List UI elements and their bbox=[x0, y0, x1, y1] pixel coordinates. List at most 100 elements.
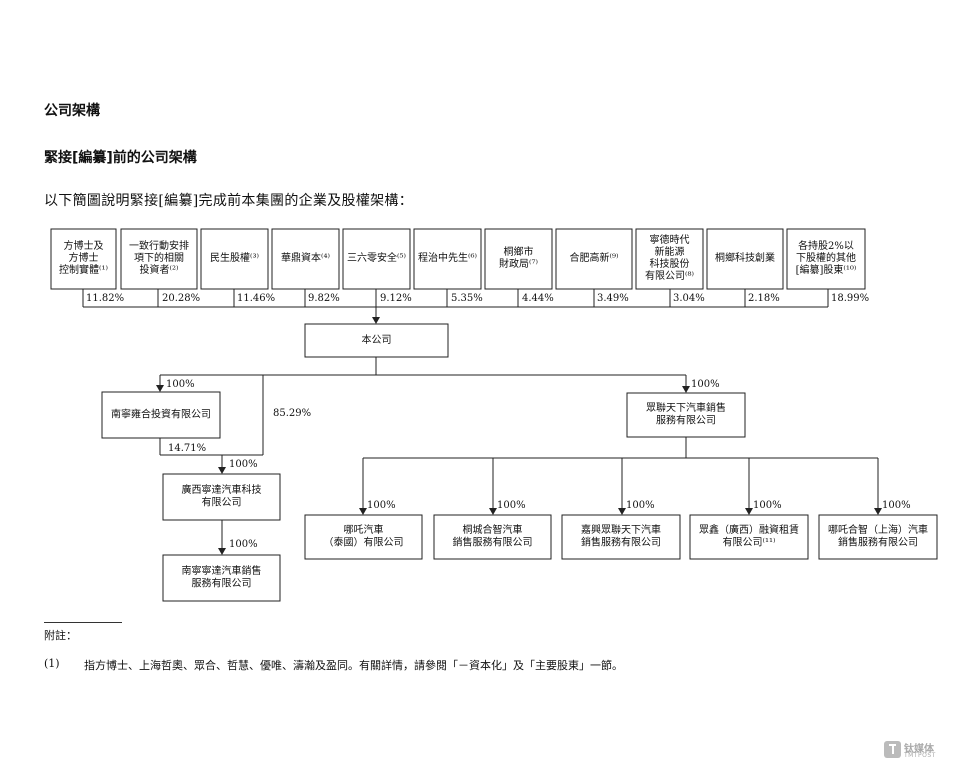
shareholder-pct-7: 4.44% bbox=[522, 293, 554, 304]
shareholder-pct-4: 9.82% bbox=[308, 293, 340, 304]
watermark: 钛媒体 TMTPOST bbox=[884, 740, 952, 762]
company-guangxi-pct: 85.29% bbox=[273, 408, 311, 419]
child-arrow-icon-1 bbox=[359, 508, 367, 515]
zhonglian-box-line-2: 服務有限公司 bbox=[656, 414, 716, 427]
shareholder-box-9-line-1: 寧德時代 bbox=[650, 233, 690, 246]
page-heading: 公司架構 bbox=[44, 103, 100, 119]
child-arrow-icon-4 bbox=[745, 508, 753, 515]
notes-title: 附註： bbox=[44, 629, 77, 642]
nanning-invest-arrow-icon bbox=[156, 385, 164, 392]
child-box-2-line-2: 銷售服務有限公司 bbox=[453, 536, 533, 549]
child-box-2 bbox=[433, 514, 552, 560]
nanning-sales-pct: 100% bbox=[229, 539, 258, 550]
child-box-3-line-2: 銷售服務有限公司 bbox=[581, 536, 661, 549]
company-box-line-1: 本公司 bbox=[362, 333, 392, 346]
shareholder-box-1-line-2: 方博士 bbox=[69, 251, 99, 264]
shareholder-box-5 bbox=[342, 228, 411, 290]
child-pct-5: 100% bbox=[882, 500, 911, 511]
child-box-1 bbox=[304, 514, 423, 560]
shareholder-pct-5: 9.12% bbox=[380, 293, 412, 304]
shareholder-box-2-line-1: 一致行動安排 bbox=[129, 239, 189, 252]
page-subheading: 緊接[編纂]前的公司架構 bbox=[44, 150, 197, 166]
shareholder-box-3 bbox=[200, 228, 269, 290]
shareholder-pct-6: 5.35% bbox=[451, 293, 483, 304]
shareholder-pct-9: 3.04% bbox=[673, 293, 705, 304]
child-box-3-line-1: 嘉興眾聯天下汽車 bbox=[581, 523, 661, 536]
shareholder-box-2-line-3: 投資者⁽²⁾ bbox=[140, 263, 179, 276]
shareholder-pct-3: 11.46% bbox=[237, 293, 275, 304]
shareholder-box-9-line-2: 新能源 bbox=[655, 245, 685, 258]
shareholder-pct-1: 11.82% bbox=[86, 293, 124, 304]
child-box-2-line-1: 桐城合智汽車 bbox=[463, 523, 523, 536]
child-box-1-line-2: （泰國）有限公司 bbox=[324, 536, 404, 549]
child-box-5 bbox=[818, 514, 938, 560]
zhonglian-box bbox=[626, 392, 746, 438]
shareholder-box-5-line-1: 三六零安全⁽⁵⁾ bbox=[347, 251, 406, 264]
shareholder-box-11-line-3: [編纂]股東⁽¹⁰⁾ bbox=[796, 263, 857, 276]
child-pct-1: 100% bbox=[367, 500, 396, 511]
note-1-number: (1) bbox=[44, 657, 60, 670]
child-box-4-line-2: 有限公司⁽¹¹⁾ bbox=[723, 536, 776, 549]
nanning-invest-box-line-1: 南寧雍合投資有限公司 bbox=[111, 407, 211, 420]
guangxi-box-line-2: 有限公司 bbox=[202, 496, 242, 509]
shareholder-box-9-line-4: 有限公司⁽⁸⁾ bbox=[645, 269, 694, 282]
guangxi-arrow-icon bbox=[218, 467, 226, 474]
child-arrow-icon-3 bbox=[618, 508, 626, 515]
child-pct-4: 100% bbox=[753, 500, 782, 511]
shareholder-box-3-line-1: 民生股權⁽³⁾ bbox=[210, 251, 259, 264]
shareholder-box-4-line-1: 華鼎資本⁽⁴⁾ bbox=[281, 251, 330, 264]
child-pct-2: 100% bbox=[497, 500, 526, 511]
shareholder-box-10 bbox=[706, 228, 784, 290]
shareholder-box-11 bbox=[786, 228, 866, 290]
shareholder-pct-10: 2.18% bbox=[748, 293, 780, 304]
shareholder-pct-8: 3.49% bbox=[597, 293, 629, 304]
shareholder-box-9-line-3: 科技股份 bbox=[650, 257, 690, 270]
child-box-5-line-1: 哪吒合智（上海）汽車 bbox=[828, 523, 928, 536]
nanning-sales-box-line-1: 南寧寧達汽車銷售 bbox=[182, 564, 262, 577]
child-box-5-line-2: 銷售服務有限公司 bbox=[838, 536, 918, 549]
intro-text: 以下簡圖說明緊接[編纂]完成前本集團的企業及股權架構： bbox=[44, 193, 414, 209]
zhonglian-box-line-1: 眾聯天下汽車銷售 bbox=[646, 401, 726, 414]
shareholder-box-1-line-1: 方博士及 bbox=[64, 239, 104, 252]
shareholder-box-2-line-2: 項下的相關 bbox=[134, 251, 184, 264]
notes-divider bbox=[44, 622, 122, 623]
shareholder-box-1 bbox=[50, 228, 117, 290]
child-box-3 bbox=[561, 514, 681, 560]
watermark-cn: 钛媒体 bbox=[904, 744, 934, 755]
shareholder-box-8 bbox=[555, 228, 633, 290]
shareholder-box-7-line-1: 桐鄉市 bbox=[504, 245, 534, 258]
guangxi-pct: 100% bbox=[229, 459, 258, 470]
child-pct-3: 100% bbox=[626, 500, 655, 511]
guangxi-box-line-1: 廣西寧達汽車科技 bbox=[182, 483, 262, 496]
child-box-4-line-1: 眾鑫（廣西）融資租賃 bbox=[699, 523, 799, 536]
shareholder-box-7-line-2: 財政局⁽⁷⁾ bbox=[499, 257, 538, 270]
note-1-text: 指方博士、上海哲奧、眾合、哲慧、優唯、濤瀚及盈同。有關詳情，請參閱「－資本化」及… bbox=[84, 659, 623, 672]
guangxi-box bbox=[162, 473, 281, 521]
nanning-sales-box-line-2: 服務有限公司 bbox=[192, 577, 252, 590]
nanning-invest-pct: 100% bbox=[166, 379, 195, 390]
shareholder-box-6-line-1: 程治中先生⁽⁶⁾ bbox=[418, 251, 477, 264]
shareholder-box-4 bbox=[271, 228, 340, 290]
child-box-4 bbox=[689, 514, 809, 560]
child-box-1-line-1: 哪吒汽車 bbox=[344, 523, 384, 536]
child-arrow-icon-5 bbox=[874, 508, 882, 515]
child-arrow-icon-2 bbox=[489, 508, 497, 515]
shareholder-box-1-line-3: 控制實體⁽¹⁾ bbox=[59, 263, 108, 276]
company-arrow-icon bbox=[372, 317, 380, 324]
watermark-en: TMTPOST bbox=[904, 752, 936, 759]
shareholder-box-10-line-1: 桐鄉科技創業 bbox=[715, 251, 775, 264]
shareholder-pct-11: 18.99% bbox=[831, 293, 869, 304]
shareholder-box-11-line-2: 下股權的其他 bbox=[796, 251, 856, 264]
nanning-invest-box bbox=[101, 391, 221, 439]
shareholder-box-8-line-1: 合肥高新⁽⁹⁾ bbox=[570, 251, 619, 264]
shareholder-box-9 bbox=[635, 228, 704, 290]
nanning-guangxi-pct: 14.71% bbox=[168, 443, 206, 454]
zhonglian-pct: 100% bbox=[691, 379, 720, 390]
shareholder-box-2 bbox=[120, 228, 198, 290]
nanning-sales-box bbox=[162, 554, 281, 602]
zhonglian-arrow-icon bbox=[682, 386, 690, 393]
nanning-sales-arrow-icon bbox=[218, 548, 226, 555]
shareholder-box-11-line-1: 各持股2%以 bbox=[798, 239, 854, 252]
shareholder-box-7 bbox=[484, 228, 553, 290]
